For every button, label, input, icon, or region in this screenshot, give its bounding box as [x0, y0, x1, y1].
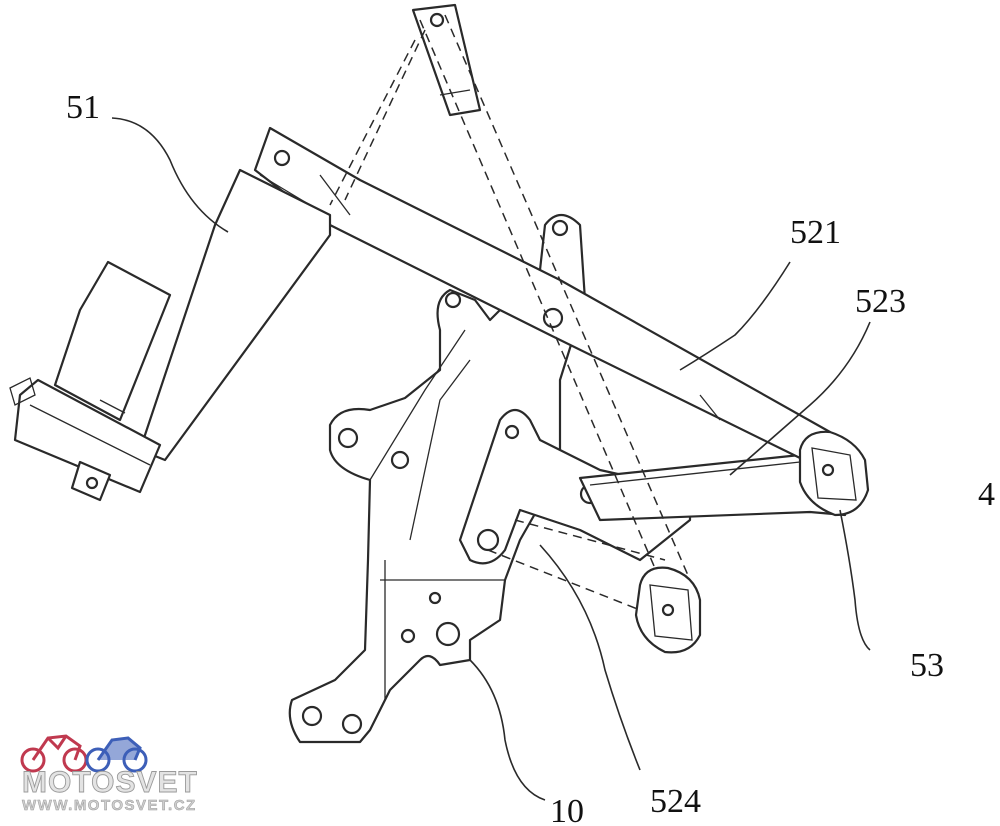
- strut: [329, 3, 691, 611]
- pedal-hub-53: [798, 430, 870, 517]
- actuator-51: [9, 168, 332, 502]
- label-51: 51: [66, 89, 100, 126]
- label-524: 524: [650, 783, 701, 820]
- label-53: 53: [910, 647, 944, 684]
- label-4: 4: [978, 476, 995, 513]
- motorcycle-blue-icon: [85, 736, 148, 773]
- watermark-logo: MOTOSVET WWW.MOTOSVET.CZ: [20, 734, 198, 814]
- leader-lines: [111, 117, 871, 801]
- label-523: 523: [855, 283, 906, 320]
- watermark-url: WWW.MOTOSVET.CZ: [22, 797, 197, 814]
- label-521: 521: [790, 214, 841, 251]
- watermark-brand: MOTOSVET: [22, 766, 198, 799]
- base-frame: [288, 213, 587, 744]
- label-10: 10: [550, 793, 584, 826]
- pedal-hub-lower: [634, 566, 702, 654]
